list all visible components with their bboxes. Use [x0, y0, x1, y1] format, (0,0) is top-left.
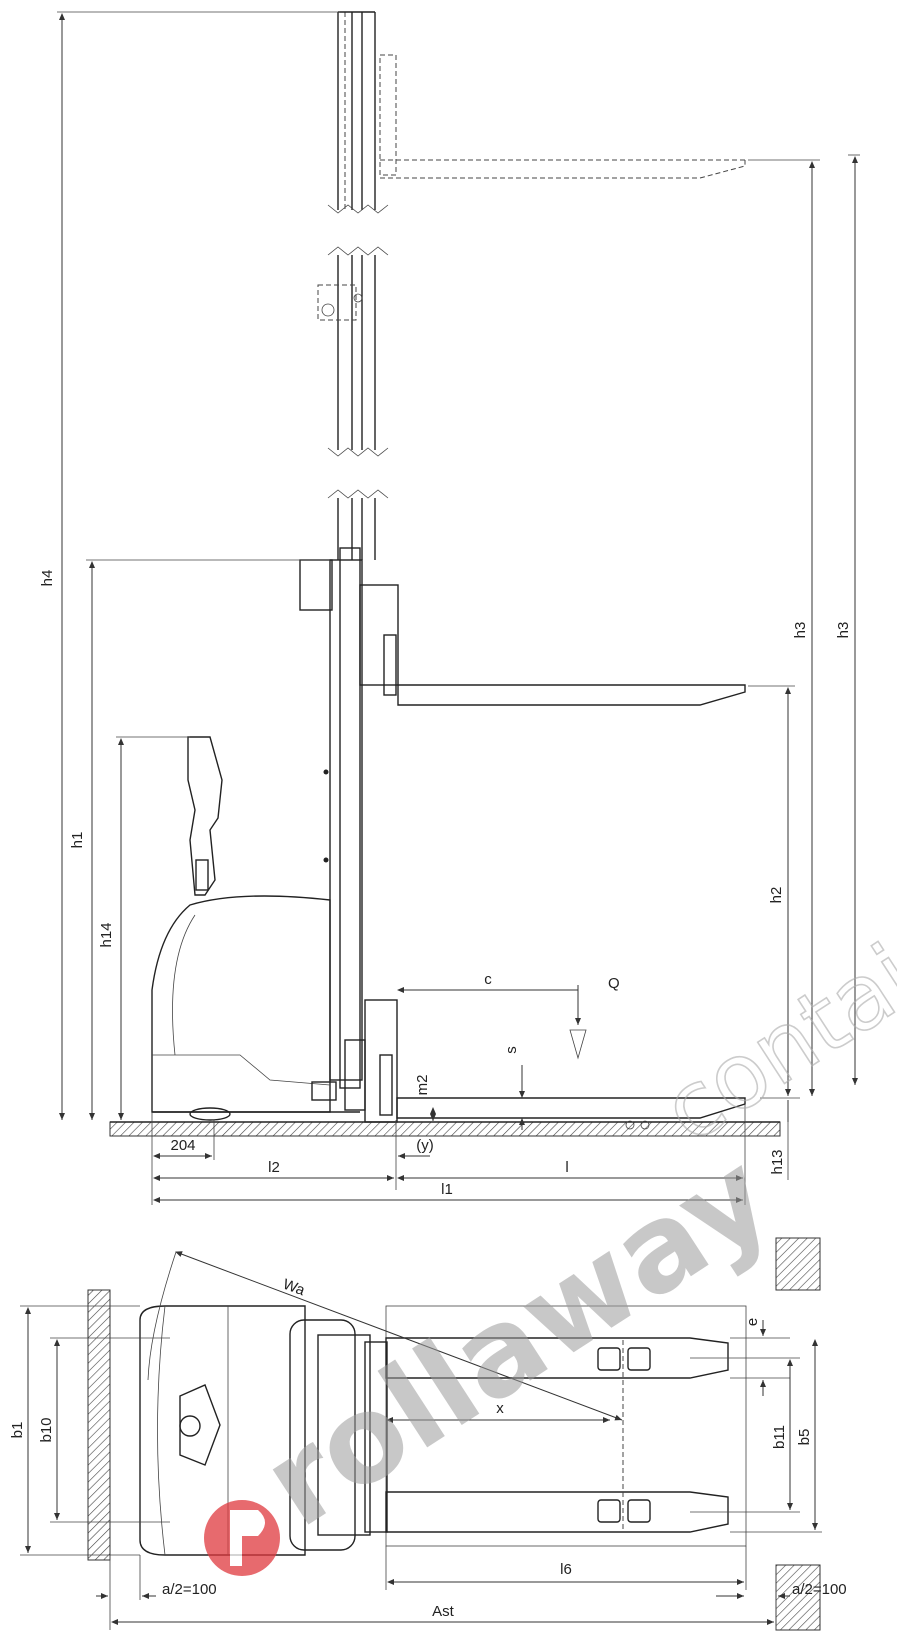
side-view: h4 h1 h14 h3 h3 h2 — [39, 11, 860, 1205]
label-l6: l6 — [560, 1561, 572, 1578]
dim-x: x — [386, 1400, 610, 1423]
dim-l2: l2 — [153, 1159, 394, 1181]
label-204: 204 — [170, 1137, 195, 1154]
dim-b5: b5 — [730, 1339, 822, 1533]
label-b5: b5 — [796, 1429, 813, 1446]
label-y: (y) — [416, 1137, 434, 1154]
dim-b11: b11 — [690, 1357, 800, 1513]
label-l2: l2 — [268, 1159, 280, 1176]
label-l: l — [565, 1159, 568, 1176]
label-a2-left: a/2=100 — [162, 1581, 217, 1598]
chassis — [151, 895, 366, 1121]
dim-h3: h3 — [748, 159, 820, 1096]
dim-h14: h14 — [98, 736, 190, 1120]
dim-h13: h13 — [760, 1097, 800, 1180]
dim-wa: Wa — [147, 1251, 623, 1421]
watermark-logo-icon — [204, 1500, 280, 1576]
label-b11: b11 — [771, 1425, 788, 1449]
label-ast: Ast — [432, 1603, 455, 1620]
label-b10: b10 — [38, 1417, 55, 1442]
label-e: e — [744, 1318, 761, 1326]
label-h14: h14 — [98, 922, 115, 947]
label-x: x — [496, 1400, 504, 1417]
dim-204: 204 — [151, 1112, 215, 1205]
tiller — [187, 736, 223, 896]
dim-l1: l1 — [153, 1181, 743, 1203]
label-l1: l1 — [441, 1181, 453, 1198]
dim-a2-left: a/2=100 — [96, 1555, 217, 1630]
floor-hatch — [109, 1121, 781, 1137]
dim-l6: l6 — [385, 1546, 747, 1590]
dim-h4: h4 — [39, 11, 340, 1120]
wall-left — [87, 1289, 111, 1561]
dim-h2: h2 — [748, 685, 795, 1096]
mast-extended — [317, 11, 746, 560]
dim-b10: b10 — [38, 1337, 170, 1523]
top-view: Wa x e b11 b5 — [9, 1237, 847, 1631]
mast — [299, 547, 399, 1089]
label-h13: h13 — [769, 1149, 786, 1174]
dim-e: e — [730, 1318, 790, 1396]
label-h4: h4 — [39, 570, 56, 587]
label-a2-right: a/2=100 — [792, 1581, 847, 1598]
label-wa: Wa — [281, 1276, 308, 1300]
dim-h1: h1 — [69, 559, 330, 1120]
label-s: s — [503, 1046, 520, 1054]
dim-l: l — [397, 1104, 746, 1205]
label-c: c — [484, 971, 492, 988]
label-m2: m2 — [414, 1075, 431, 1096]
dim-h-top: h3 — [835, 154, 860, 1085]
dim-a2-right: a/2=100 — [716, 1565, 847, 1630]
watermark: rollaway contain — [204, 893, 897, 1576]
label-h-top: h3 — [835, 622, 852, 639]
dim-s: s — [503, 1046, 525, 1130]
wall-top-right — [775, 1237, 821, 1291]
label-h3: h3 — [792, 622, 809, 639]
label-q: Q — [608, 975, 620, 992]
dim-c: c Q — [397, 971, 620, 1060]
dim-m2: m2 — [414, 1075, 436, 1121]
label-b1: b1 — [9, 1422, 26, 1439]
dim-y: (y) — [395, 1120, 434, 1190]
fork-raised — [397, 684, 746, 706]
label-h1: h1 — [69, 832, 86, 849]
label-h2: h2 — [768, 887, 785, 904]
dim-b1: b1 — [9, 1305, 140, 1556]
dim-ast: Ast — [111, 1603, 774, 1625]
